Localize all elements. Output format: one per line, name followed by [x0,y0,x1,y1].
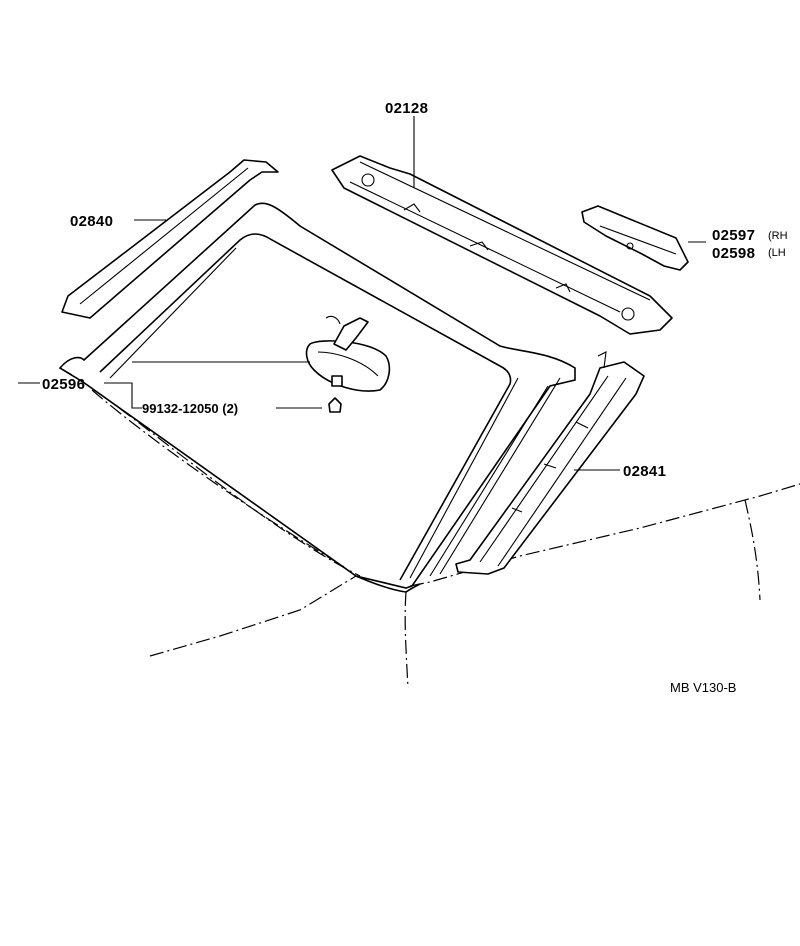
label-02598: 02598 [712,245,755,262]
windshield-frame [58,202,576,593]
label-02596: 02596 [42,376,85,393]
part-02596-rearview-mirror [305,315,391,392]
label-02597-side: (RH [768,230,788,242]
label-02598-side: (LH [768,247,786,259]
label-02597: 02597 [712,227,755,244]
leader-lines [18,116,706,471]
label-02840: 02840 [70,213,113,230]
part-02841-pillar-garnish [455,351,645,575]
label-02841: 02841 [623,463,666,480]
part-99132-screw [328,397,342,413]
part-02597-visor-holder [581,205,689,271]
part-02840-pillar-garnish [61,159,279,319]
diagram-code: MB V130-B [670,680,736,695]
part-02128-roof-rail [331,155,673,335]
label-99132-12050: 99132-12050 (2) [142,401,238,416]
label-02128: 02128 [385,100,428,117]
